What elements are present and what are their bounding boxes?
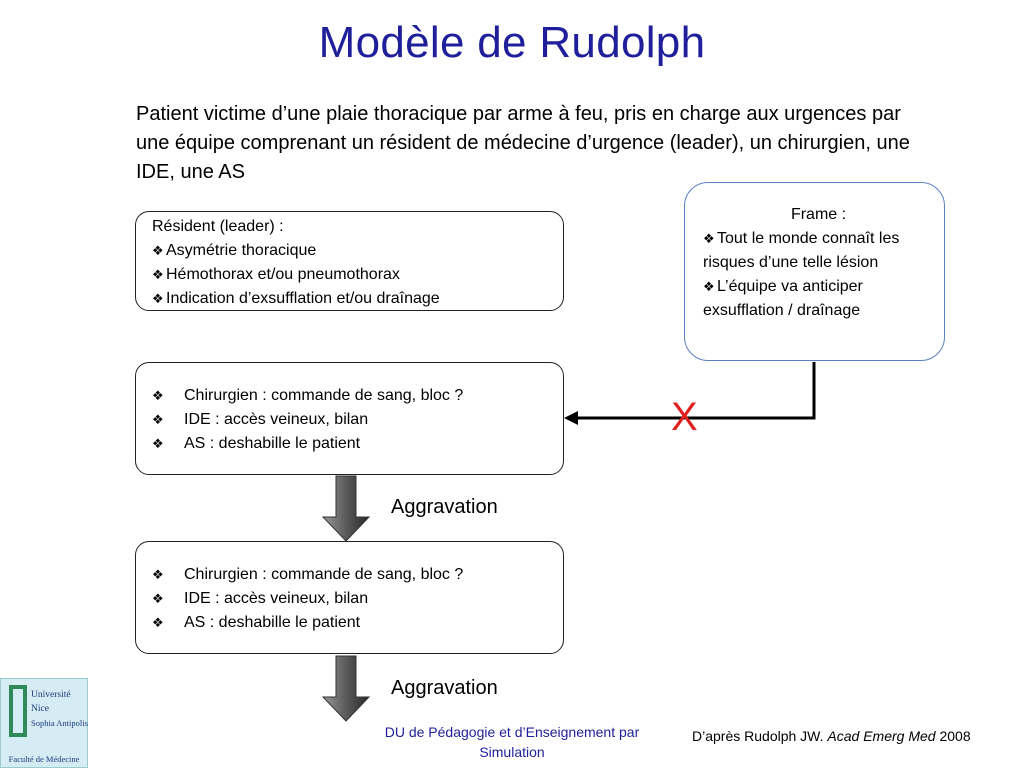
down-arrow-icon bbox=[321, 475, 371, 542]
resident-item: ❖Hémothorax et/ou pneumothorax bbox=[152, 263, 563, 287]
team-action-item: ❖IDE : accès veineux, bilan bbox=[152, 587, 563, 611]
slide-title: Modèle de Rudolph bbox=[318, 18, 706, 67]
aggravation-label-2: Aggravation bbox=[391, 677, 498, 699]
team-action-item: ❖Chirurgien : commande de sang, bloc ? bbox=[152, 384, 563, 408]
resident-item: ❖Asymétrie thoracique bbox=[152, 239, 563, 263]
diamond-bullet-icon: ❖ bbox=[152, 615, 164, 630]
resident-heading: Résident (leader) : bbox=[152, 218, 284, 235]
diamond-bullet-icon: ❖ bbox=[152, 567, 164, 582]
logo-text-line: Sophia Antipolis bbox=[31, 718, 88, 728]
frame-box: Frame : ❖Tout le monde connaît les risqu… bbox=[684, 182, 945, 361]
frame-item: ❖Tout le monde connaît les risques d’une… bbox=[703, 227, 934, 275]
diamond-bullet-icon: ❖ bbox=[152, 267, 164, 282]
diamond-bullet-icon: ❖ bbox=[152, 591, 164, 606]
team-action-item: ❖IDE : accès veineux, bilan bbox=[152, 408, 563, 432]
logo-text-line: Université bbox=[31, 690, 71, 700]
resident-item: ❖Indication d’exsufflation et/ou draînag… bbox=[152, 287, 563, 311]
resident-box: Résident (leader) : ❖Asymétrie thoraciqu… bbox=[135, 211, 564, 311]
diamond-bullet-icon: ❖ bbox=[152, 388, 164, 403]
diamond-bullet-icon: ❖ bbox=[152, 436, 164, 451]
diamond-bullet-icon: ❖ bbox=[152, 291, 164, 306]
case-description: Patient victime d’une plaie thoracique p… bbox=[136, 103, 910, 183]
team-actions-box-2: ❖Chirurgien : commande de sang, bloc ? ❖… bbox=[135, 541, 564, 654]
aggravation-label-1: Aggravation bbox=[391, 496, 498, 518]
course-footer: DU de Pédagogie et d’Enseignement par Si… bbox=[384, 724, 640, 760]
team-action-item: ❖AS : deshabille le patient bbox=[152, 611, 563, 635]
reference-journal: Acad Emerg Med bbox=[827, 728, 936, 744]
logo-emblem-icon bbox=[9, 685, 27, 737]
reference-prefix: D’après Rudolph JW. bbox=[692, 728, 824, 744]
frame-item: ❖L’équipe va anticiper exsufflation / dr… bbox=[703, 275, 934, 323]
team-action-item: ❖Chirurgien : commande de sang, bloc ? bbox=[152, 563, 563, 587]
diamond-bullet-icon: ❖ bbox=[703, 231, 715, 246]
reference-citation: D’après Rudolph JW. Acad Emerg Med 2008 bbox=[692, 728, 971, 744]
university-logo: Université Nice Sophia Antipolis Faculté… bbox=[0, 678, 88, 768]
frame-heading: Frame : bbox=[790, 206, 847, 223]
diamond-bullet-icon: ❖ bbox=[152, 243, 164, 258]
logo-text-line: Nice bbox=[31, 704, 49, 714]
team-actions-box-1: ❖Chirurgien : commande de sang, bloc ? ❖… bbox=[135, 362, 564, 475]
frame-to-team-connector bbox=[575, 362, 816, 420]
blocked-x-mark: X bbox=[671, 395, 698, 439]
diamond-bullet-icon: ❖ bbox=[703, 279, 715, 294]
down-arrow-icon bbox=[321, 655, 371, 722]
diamond-bullet-icon: ❖ bbox=[152, 412, 164, 427]
team-action-item: ❖AS : deshabille le patient bbox=[152, 432, 563, 456]
reference-year: 2008 bbox=[939, 728, 971, 744]
logo-faculty-label: Faculté de Médecine bbox=[8, 754, 80, 764]
connector-arrowhead-icon bbox=[564, 411, 578, 425]
